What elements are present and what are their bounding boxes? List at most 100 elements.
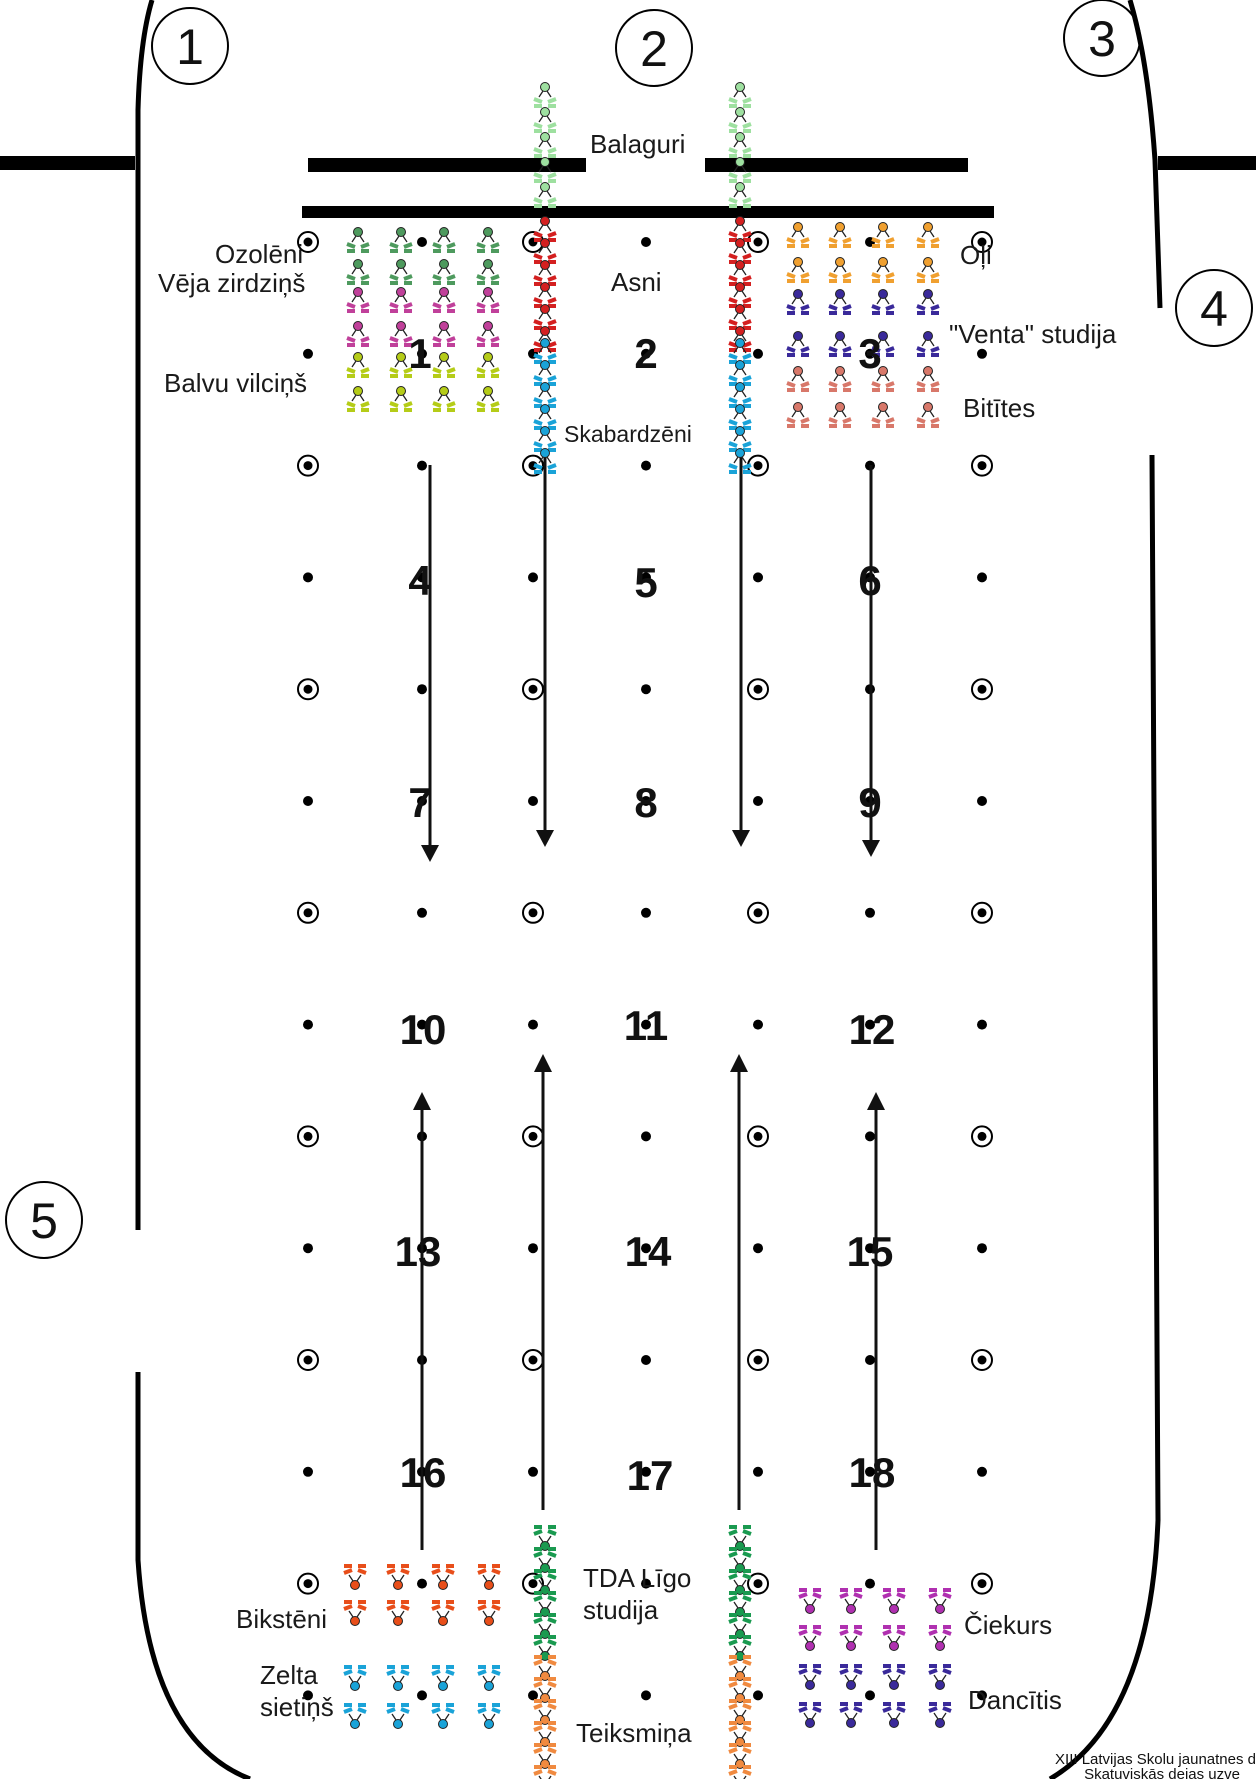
dancer-figure	[477, 1665, 501, 1691]
dancer-figure	[728, 382, 752, 408]
zone-5: 5	[634, 559, 657, 606]
dancer-figure	[533, 216, 557, 242]
svg-text:3: 3	[1088, 11, 1116, 67]
dancer-figure	[839, 1664, 863, 1690]
arrowhead-down-3	[732, 830, 750, 847]
position-marker	[297, 901, 319, 924]
grid-dot	[753, 1466, 763, 1477]
label-balvu-vilcins: Balvu vilciņš	[164, 368, 307, 398]
dancer-figure	[728, 426, 752, 452]
grid-dot	[528, 796, 538, 806]
grid-dot	[753, 1243, 763, 1254]
dancer-figure	[389, 287, 413, 313]
dancer-figure	[828, 257, 852, 283]
grid-dot	[303, 1019, 313, 1030]
footer-line-2: Skatuviskās dejas uzve	[1084, 1766, 1240, 1779]
entrance-marker-5: 5	[5, 1181, 83, 1259]
position-marker	[971, 678, 993, 701]
grid-dot	[528, 1466, 538, 1477]
dancer-figure	[432, 352, 456, 378]
grid-dot	[417, 1019, 427, 1030]
label-teiksmina: Teiksmiņa	[576, 1718, 692, 1748]
position-marker	[747, 1349, 769, 1371]
dancer-figure	[882, 1625, 906, 1651]
grid-dot	[417, 348, 427, 359]
movement-arrows	[413, 450, 885, 1550]
position-marker	[522, 1572, 544, 1595]
arrowhead-down-4	[862, 840, 880, 857]
dancer-figure	[916, 257, 940, 283]
dancer-figure	[533, 282, 557, 308]
dancer-figure	[728, 1569, 752, 1595]
dancer-figure	[533, 1547, 557, 1573]
zone-2: 2	[634, 330, 657, 377]
dancer-figure	[346, 352, 370, 378]
zone-1: 1	[408, 330, 431, 377]
zone-11: 11	[624, 1002, 668, 1049]
dancer-figure	[828, 402, 852, 428]
dancer-figure	[728, 157, 752, 183]
label-venta-studija: "Venta" studija	[949, 319, 1117, 349]
dancer-figure	[533, 1677, 557, 1703]
grid-dot	[303, 1466, 313, 1477]
label-veja-zirdzins: Vēja zirdziņš	[158, 268, 305, 298]
dancer-figure	[432, 287, 456, 313]
grid-dot	[417, 796, 427, 806]
dancer-figure	[798, 1588, 822, 1614]
dancer-figure	[928, 1664, 952, 1690]
dancer-figure	[386, 1703, 410, 1729]
zone-4: 4	[408, 557, 432, 604]
label-bitites: Bitītes	[963, 393, 1035, 423]
label-skabardzeni: Skabardzēni	[564, 421, 692, 447]
dancer-figure	[533, 404, 557, 430]
dancer-figure	[533, 338, 557, 364]
position-marker	[297, 1349, 319, 1371]
dancer-figure	[728, 404, 752, 430]
grid-dot	[303, 572, 313, 583]
arrowhead-up-1	[413, 1092, 431, 1110]
label-sietins: sietiņš	[260, 1692, 334, 1722]
dancer-figure	[786, 366, 810, 392]
entrance-marker-3: 3	[1063, 0, 1141, 77]
zone-3: 3	[858, 330, 881, 377]
grid-dot	[641, 1131, 651, 1142]
zone-15: 15	[847, 1228, 894, 1275]
dancer-figure	[798, 1664, 822, 1690]
dancer-figure	[389, 227, 413, 253]
svg-text:4: 4	[1200, 281, 1228, 337]
position-marker	[297, 231, 319, 253]
dancer-figure	[346, 259, 370, 285]
dancer-figure	[533, 260, 557, 286]
zone-7: 7	[408, 779, 431, 826]
dancer-figure	[432, 386, 456, 412]
dancer-figure	[476, 287, 500, 313]
grid-dot	[977, 796, 987, 806]
grid-dot	[753, 348, 763, 359]
dancer-figure	[728, 1655, 752, 1681]
dancer-figure	[477, 1600, 501, 1626]
dancer-figure	[916, 222, 940, 248]
dancer-figure	[533, 1591, 557, 1617]
svg-text:2: 2	[640, 21, 668, 77]
dancer-figure	[533, 132, 557, 158]
grid-dot	[417, 1578, 427, 1589]
dancer-figure	[928, 1702, 952, 1728]
dancer-figure	[728, 1721, 752, 1747]
dancer-figure	[346, 321, 370, 347]
dancer-figure	[786, 222, 810, 248]
svg-text:1: 1	[176, 19, 204, 75]
position-marker	[747, 1125, 769, 1148]
dancer-figure	[476, 259, 500, 285]
position-marker	[971, 901, 993, 924]
dancer-figure	[728, 1743, 752, 1769]
dancer-figure	[871, 402, 895, 428]
dancer-figure	[882, 1702, 906, 1728]
entrance-marker-4: 4	[1175, 269, 1253, 347]
grid-dot	[865, 1355, 875, 1365]
zone-16: 16	[400, 1449, 447, 1496]
dancer-figure	[728, 304, 752, 330]
backdrop-bar-right	[705, 158, 968, 172]
stage-outline-right-bottom	[1048, 454, 1161, 1782]
backdrop-bar-left	[308, 158, 586, 172]
